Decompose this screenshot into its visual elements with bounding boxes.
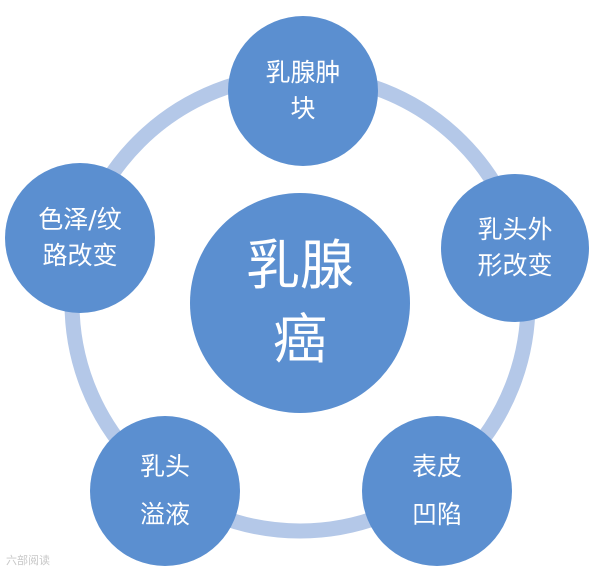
center-node-line1: 乳腺 [246,234,354,297]
node-nipple-shape-change: 乳头外 形改变 [441,174,589,322]
node-breast-lump: 乳腺肿 块 [228,16,378,166]
node-nipple-discharge-line1: 乳头 [139,452,190,481]
node-skin-dimpling-line1: 表皮 [411,452,462,481]
node-breast-lump-line1: 乳腺肿 [265,58,341,87]
node-breast-lump-line2: 块 [290,94,316,123]
node-color-texture-change-line1: 色泽/纹 [38,205,122,234]
node-nipple-shape-change-line1: 乳头外 [477,215,553,244]
center-node-breast-cancer: 乳腺 癌 [190,193,410,413]
node-nipple-discharge-line2: 溢液 [139,500,190,529]
center-node-line2: 癌 [273,308,327,371]
watermark: 六部阅读 [6,554,50,567]
node-skin-dimpling-line2: 凹陷 [411,500,462,529]
node-color-texture-change: 色泽/纹 路改变 [5,163,155,313]
node-color-texture-change-line2: 路改变 [42,241,118,270]
node-nipple-shape-change-line2: 形改变 [477,251,553,280]
node-skin-dimpling: 表皮 凹陷 [362,416,512,566]
node-nipple-discharge: 乳头 溢液 [90,416,240,566]
